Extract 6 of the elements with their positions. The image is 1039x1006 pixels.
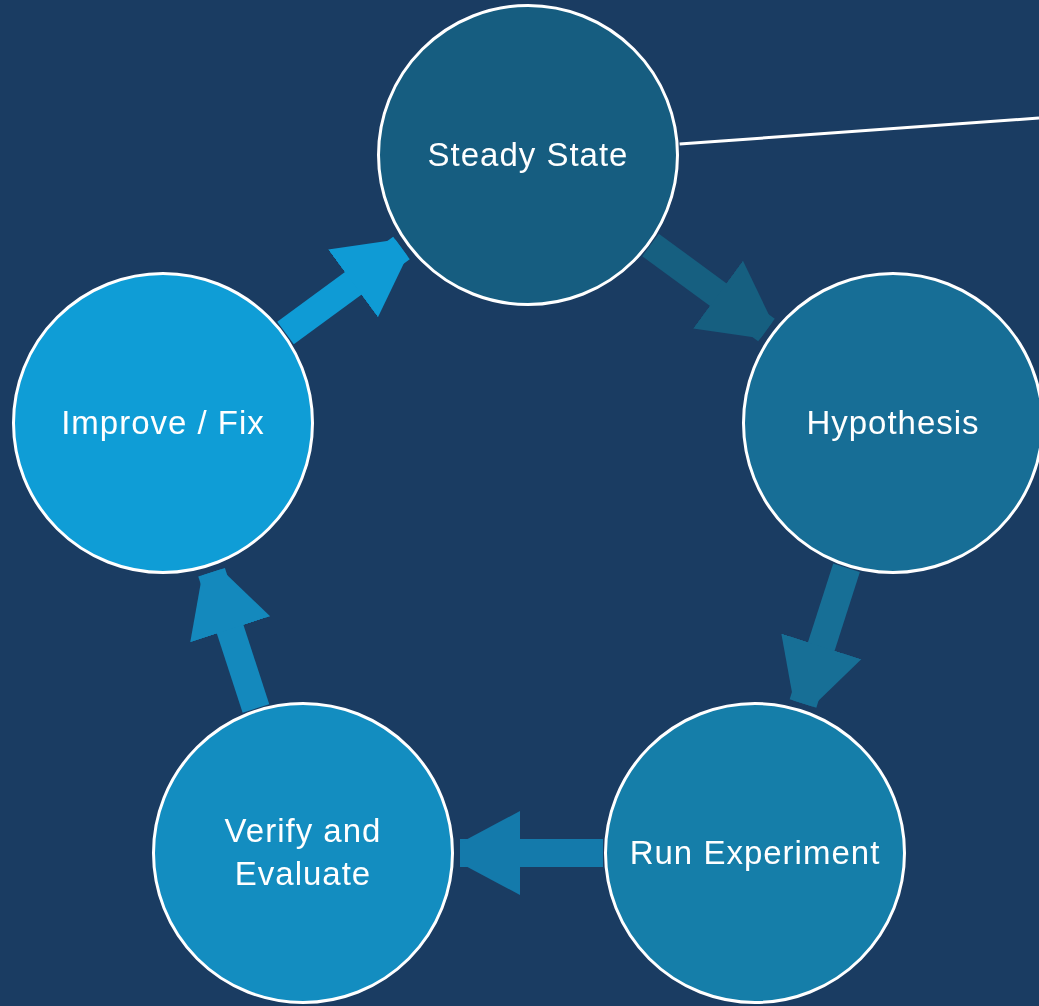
step-label: Steady State [426, 134, 630, 175]
connector-line [679, 116, 1039, 146]
step-label: Verify and Evaluate [223, 811, 383, 894]
step-label: Improve / Fix [60, 402, 266, 443]
step-label: Hypothesis [805, 402, 981, 443]
step-label: Run Experiment [628, 832, 882, 873]
